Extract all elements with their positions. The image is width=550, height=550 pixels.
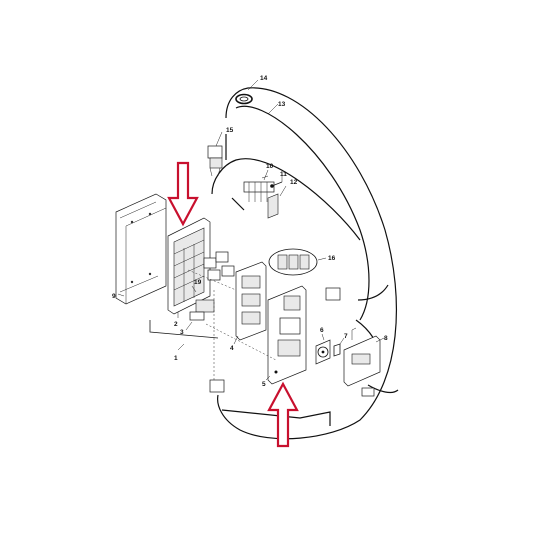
assembly-bracket (149, 269, 277, 380)
fuse-block-part (167, 217, 211, 315)
cover-part (115, 193, 167, 305)
callout-11: 11 (280, 171, 287, 178)
callout-1: 1 (174, 355, 178, 362)
terminal-strip-part (243, 175, 275, 202)
fan-part (315, 339, 331, 365)
callout-8: 8 (384, 335, 388, 342)
relay-cluster-part (189, 251, 235, 321)
plate-part (267, 193, 279, 219)
control-board-part (343, 327, 381, 387)
leader-lines (117, 79, 385, 381)
label-sheet-part (268, 248, 318, 276)
relay-part (207, 145, 223, 177)
callout-16: 16 (328, 255, 336, 262)
callout-15: 15 (226, 127, 234, 134)
callout-12: 12 (290, 179, 298, 186)
callout-9: 9 (112, 293, 116, 300)
screw-part (270, 181, 283, 188)
callout-5: 5 (262, 381, 266, 388)
connector-part (209, 287, 375, 397)
callout-10: 10 (266, 163, 274, 170)
callout-19: 19 (194, 279, 202, 286)
callout-13: 13 (278, 101, 286, 108)
callout-6: 6 (320, 327, 324, 334)
callout-7: 7 (344, 333, 348, 340)
callout-4: 4 (230, 345, 234, 352)
callout-3: 3 (180, 329, 184, 336)
grommet-part (235, 93, 253, 105)
callout-14: 14 (260, 75, 268, 82)
controller-panel-part (267, 285, 307, 385)
red-arrow-down (167, 161, 199, 227)
callout-labels: 1 2 3 4 5 6 7 8 9 10 11 12 13 14 15 16 1… (112, 75, 388, 388)
red-arrow-up (267, 381, 299, 448)
callout-2: 2 (174, 321, 178, 328)
clip-part (333, 343, 341, 357)
module-part (235, 261, 267, 341)
